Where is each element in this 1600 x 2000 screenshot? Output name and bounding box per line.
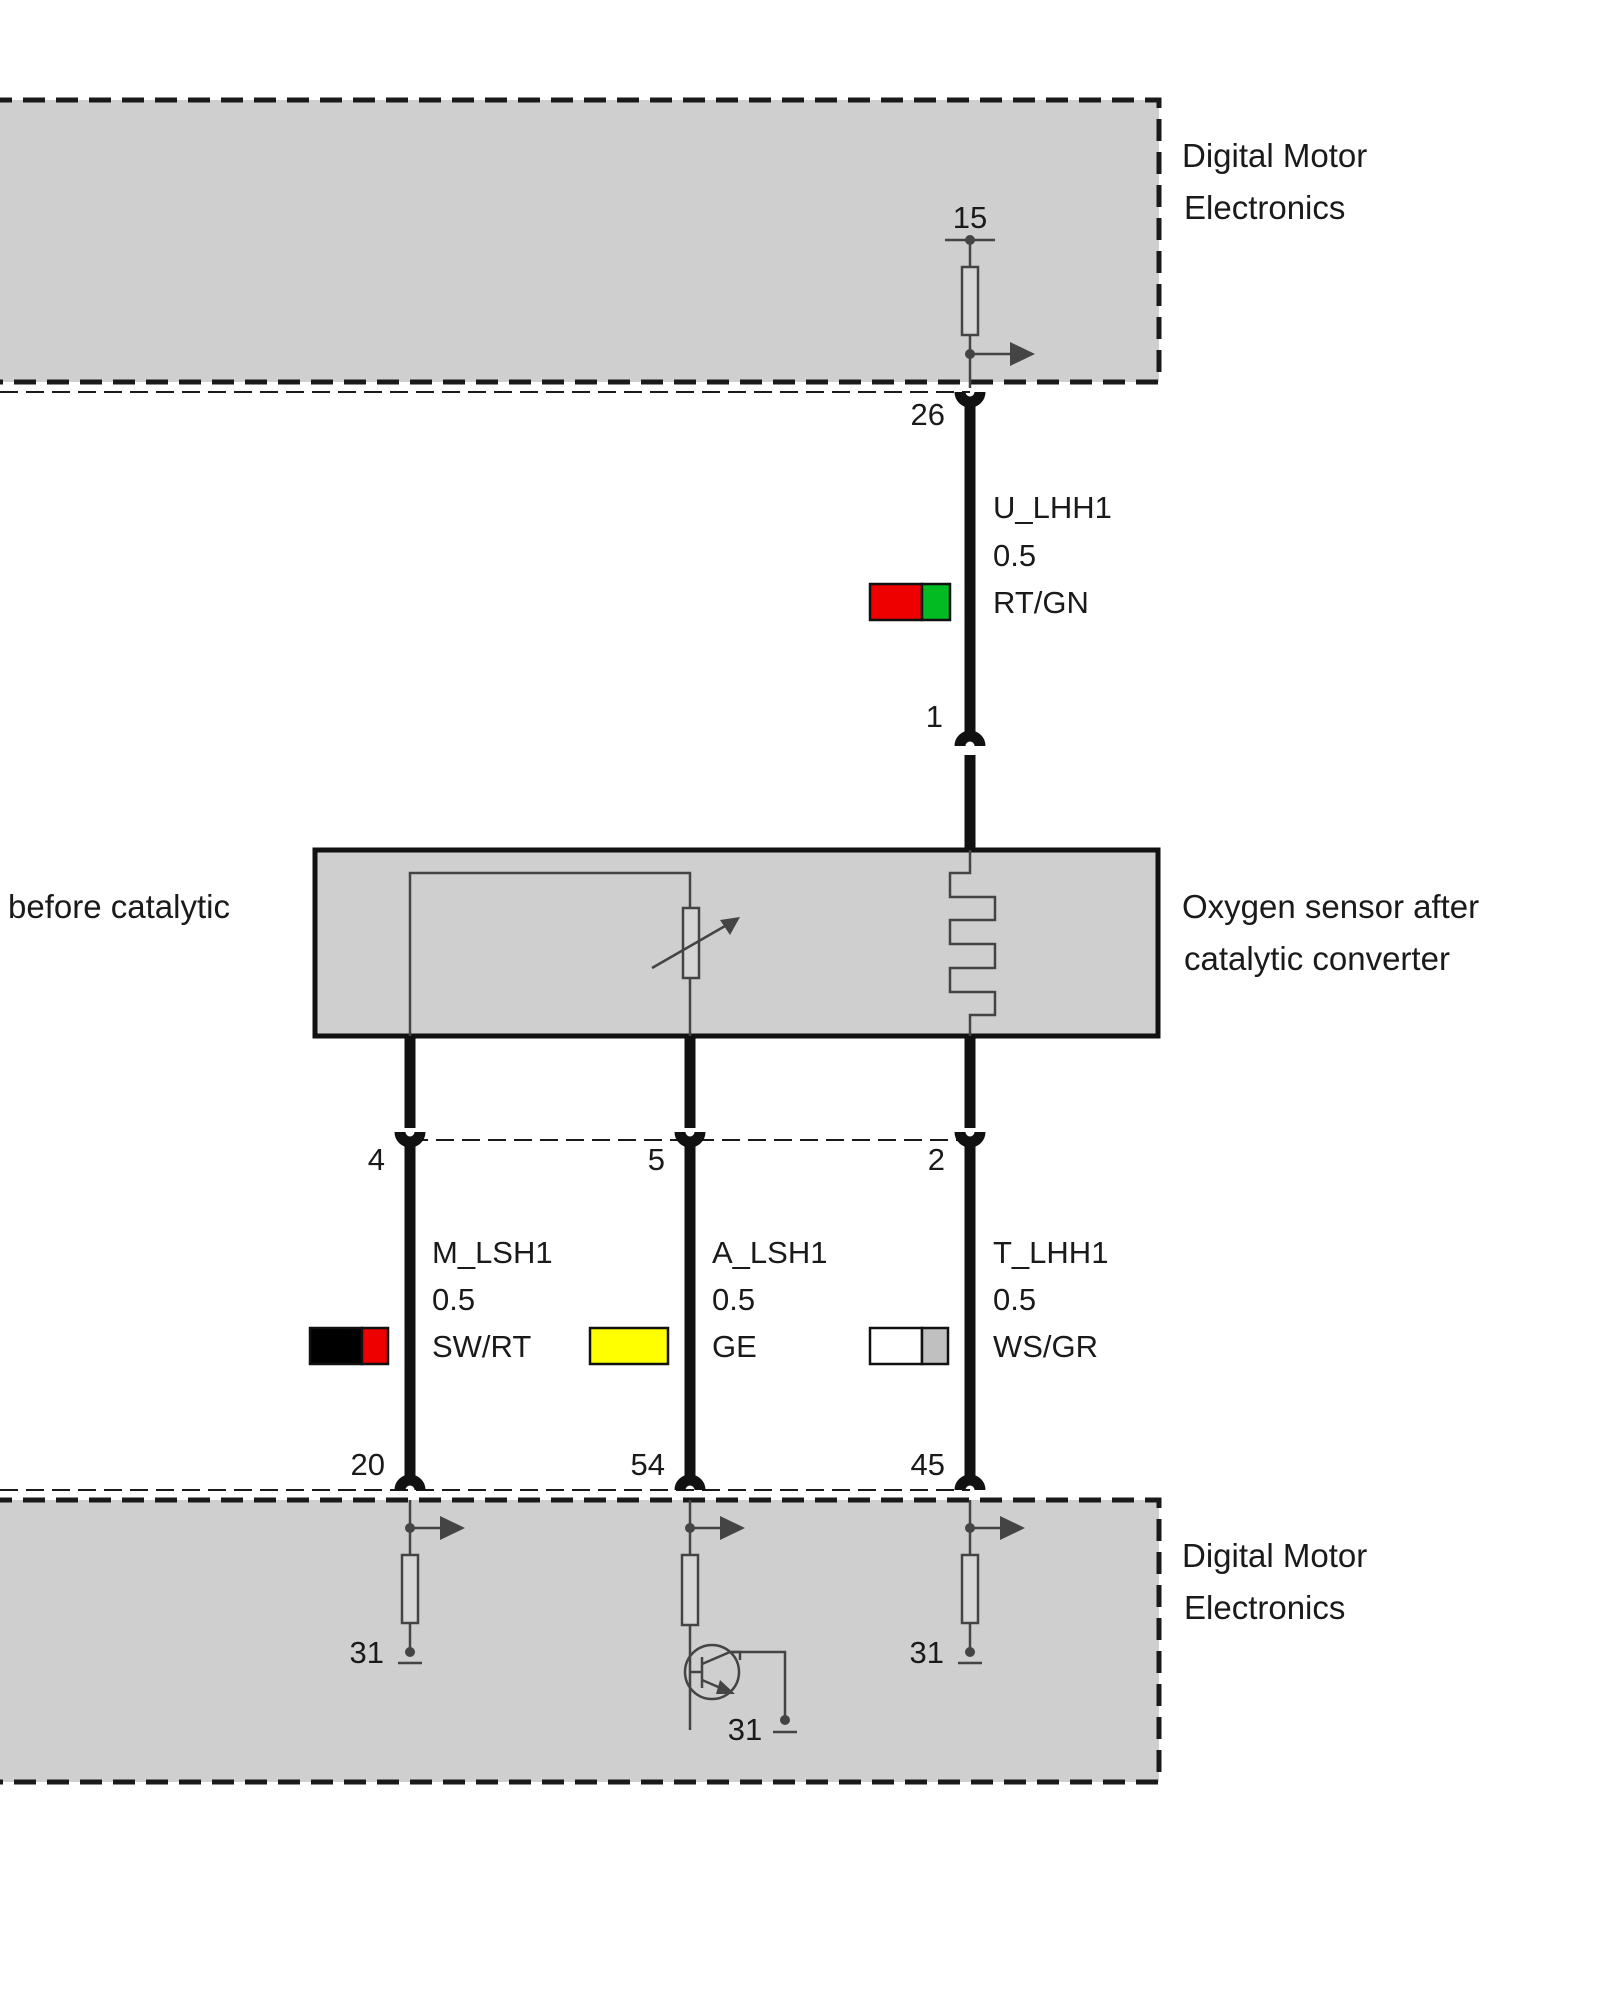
- swatch-red: [360, 1326, 390, 1366]
- terminal-15-node: [965, 235, 975, 245]
- transistor-icon: [683, 1643, 797, 1734]
- dme-bottom-box: [0, 1497, 1162, 1785]
- wire-a-lsh1-color-swatch: [588, 1326, 670, 1366]
- swatch-grey: [920, 1326, 950, 1366]
- wire-m-lsh1-color-swatch: [308, 1326, 390, 1366]
- swatch-red: [868, 582, 924, 622]
- oxygen-sensor-after-label-line2: catalytic converter: [1184, 940, 1450, 977]
- oxygen-sensor-before-label: before catalytic: [8, 888, 230, 925]
- pin-20-input-circuit: 31: [350, 1500, 465, 1670]
- pin-54-connector-arc: [674, 1474, 706, 1491]
- wire-u-lhh1-name: U_LHH1: [993, 490, 1112, 525]
- sensor-internal-loop: [408, 871, 692, 1036]
- transistor-ground-wire: [730, 1650, 787, 1720]
- wire-u-lhh1-color-code: RT/GN: [993, 585, 1089, 620]
- wire-a-lsh1: 5 A_LSH1 0.5 GE 54: [588, 1036, 827, 1482]
- pin-45-arrow-icon: [1000, 1516, 1025, 1540]
- pin-20-arrow-icon: [440, 1516, 465, 1540]
- pin-5-label: 5: [648, 1142, 665, 1177]
- pin-1-label: 1: [926, 699, 943, 734]
- wire-u-lhh1-color-swatch: [868, 582, 952, 622]
- pin-45-input-circuit: 31: [910, 1500, 1025, 1670]
- dme-bottom-label-line1: Digital Motor: [1182, 1537, 1367, 1574]
- pin-20-resistor: [400, 1553, 420, 1625]
- ground-right-label: 31: [910, 1635, 944, 1670]
- oxygen-sensor-after-module: Oxygen sensor after catalytic converter …: [8, 847, 1479, 1039]
- wire-a-lsh1-color-code: GE: [712, 1329, 757, 1364]
- transistor-collector: [701, 1650, 731, 1666]
- swatch-black: [308, 1326, 364, 1366]
- wire-u-lhh1-gauge: 0.5: [993, 538, 1036, 573]
- pullup-resistor: [960, 265, 980, 337]
- pin-45-ground-node: [965, 1647, 975, 1657]
- pin-45-label: 45: [911, 1447, 945, 1482]
- dme-top-label-line2: Electronics: [1184, 189, 1345, 226]
- ground-left-label: 31: [350, 1635, 384, 1670]
- transistor-ground-node: [780, 1715, 790, 1725]
- wire-m-lsh1-gauge: 0.5: [432, 1282, 475, 1317]
- pin-54-label: 54: [631, 1447, 665, 1482]
- pin-45-resistor: [960, 1553, 980, 1625]
- wire-t-lhh1-color-swatch: [868, 1326, 950, 1366]
- pin-4-label: 4: [368, 1142, 385, 1177]
- wire-t-lhh1-color-code: WS/GR: [993, 1329, 1098, 1364]
- ground-center-label: 31: [728, 1712, 762, 1747]
- wire-m-lsh1-name: M_LSH1: [432, 1235, 553, 1270]
- pin-26-label: 26: [911, 397, 945, 432]
- terminal-15-label: 15: [953, 200, 987, 235]
- pin-1-connector-arc: [954, 730, 986, 747]
- swatch-white: [868, 1326, 924, 1366]
- dme-bottom-label-line2: Electronics: [1184, 1589, 1345, 1626]
- dme-top-module: Digital Motor Electronics 15: [0, 97, 1367, 393]
- dme-top-label-line1: Digital Motor: [1182, 137, 1367, 174]
- pin-20-label: 20: [351, 1447, 385, 1482]
- wire-t-lhh1-name: T_LHH1: [993, 1235, 1108, 1270]
- signal-output-arrow-icon: [1010, 342, 1035, 366]
- pin-54-arrow-icon: [720, 1516, 745, 1540]
- swatch-green: [920, 582, 952, 622]
- pin-20-connector-arc: [394, 1474, 426, 1491]
- wire-a-lsh1-gauge: 0.5: [712, 1282, 755, 1317]
- wire-t-lhh1: 2 T_LHH1 0.5 WS/GR 45: [868, 1036, 1108, 1482]
- heater-element-icon: [948, 850, 997, 1036]
- wire-m-lsh1: 4 M_LSH1 0.5 SW/RT 20: [308, 1036, 553, 1482]
- pin-2-label: 2: [928, 1142, 945, 1177]
- wire-t-lhh1-gauge: 0.5: [993, 1282, 1036, 1317]
- wire-a-lsh1-name: A_LSH1: [712, 1235, 827, 1270]
- wire-u-lhh1: 26 U_LHH1 0.5 RT/GN 1: [868, 391, 1112, 850]
- variable-resistor-arrow-line: [651, 920, 733, 970]
- wire-m-lsh1-color-code: SW/RT: [432, 1329, 531, 1364]
- pin-54-output-circuit: 31: [680, 1500, 797, 1747]
- dme-bottom-module: Digital Motor Electronics 31: [0, 1474, 1367, 1785]
- oxygen-sensor-box: [312, 847, 1161, 1039]
- transistor-body: [683, 1643, 741, 1701]
- pin-20-ground-node: [405, 1647, 415, 1657]
- pin-45-connector-arc: [954, 1474, 986, 1491]
- pin-54-resistor: [680, 1553, 700, 1627]
- oxygen-sensor-after-label-line1: Oxygen sensor after: [1182, 888, 1479, 925]
- variable-resistor-arrow-icon: [720, 917, 740, 935]
- transistor-emitter-arrow-icon: [716, 1680, 735, 1694]
